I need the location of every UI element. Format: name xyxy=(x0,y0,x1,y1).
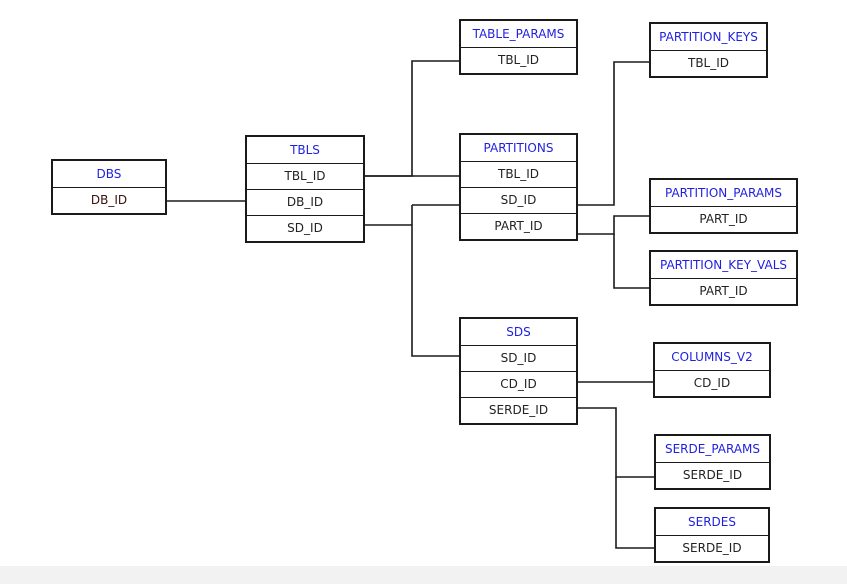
table-partition-params: PARTITION_PARAMS PART_ID xyxy=(649,178,798,234)
table-field: PART_ID xyxy=(699,284,748,298)
table-field: SD_ID xyxy=(461,346,576,372)
link-tbls-sds xyxy=(364,224,460,357)
table-field: SD_ID xyxy=(461,188,576,214)
table-title: PARTITIONS xyxy=(461,135,576,162)
link-partitions-partition-params xyxy=(577,215,650,235)
table-title: TABLE_PARAMS xyxy=(461,21,576,48)
table-partition-keys: PARTITION_KEYS TBL_ID xyxy=(649,22,768,78)
link-tbls-table-params xyxy=(364,60,460,177)
table-columns-v2: COLUMNS_V2 CD_ID xyxy=(653,342,771,398)
table-title: COLUMNS_V2 xyxy=(655,344,769,371)
table-dbs: DBS DB_ID xyxy=(51,159,167,215)
link-sds-serde-params xyxy=(577,407,655,478)
table-field: DB_ID xyxy=(247,190,363,216)
table-partition-key-vals: PARTITION_KEY_VALS PART_ID xyxy=(649,250,798,306)
table-field: DB_ID xyxy=(90,193,128,207)
table-title: SERDES xyxy=(656,509,768,536)
table-field: CD_ID xyxy=(693,376,731,390)
table-field: PART_ID xyxy=(494,219,543,233)
table-title: DBS xyxy=(53,161,165,188)
table-partitions: PARTITIONS TBL_ID SD_ID PART_ID xyxy=(459,133,578,241)
table-title: SERDE_PARAMS xyxy=(656,436,769,463)
table-title: SDS xyxy=(461,319,576,346)
table-field: TBL_ID xyxy=(461,162,576,188)
table-sds: SDS SD_ID CD_ID SERDE_ID xyxy=(459,317,578,425)
table-field: TBL_ID xyxy=(247,164,363,190)
table-title: PARTITION_PARAMS xyxy=(651,180,796,207)
table-tbls: TBLS TBL_ID DB_ID SD_ID xyxy=(245,135,365,243)
table-field: SERDE_ID xyxy=(682,541,742,555)
table-table-params: TABLE_PARAMS TBL_ID xyxy=(459,19,578,75)
table-field: SD_ID xyxy=(287,221,323,235)
table-title: PARTITION_KEY_VALS xyxy=(651,252,796,279)
table-title: TBLS xyxy=(247,137,363,164)
table-serdes: SERDES SERDE_ID xyxy=(654,507,770,563)
link-partitions-partition-key-vals xyxy=(613,234,650,289)
table-field: CD_ID xyxy=(461,372,576,398)
table-field: SERDE_ID xyxy=(682,468,743,482)
table-field: TBL_ID xyxy=(497,53,540,67)
table-field: SERDE_ID xyxy=(488,403,549,417)
table-title: PARTITION_KEYS xyxy=(651,24,766,51)
table-field: TBL_ID xyxy=(687,56,730,70)
table-field: PART_ID xyxy=(699,212,748,226)
table-serde-params: SERDE_PARAMS SERDE_ID xyxy=(654,434,771,490)
link-sds-serdes xyxy=(615,477,655,549)
link-partitions-partition-keys xyxy=(577,61,650,206)
bottom-strip xyxy=(0,566,847,584)
